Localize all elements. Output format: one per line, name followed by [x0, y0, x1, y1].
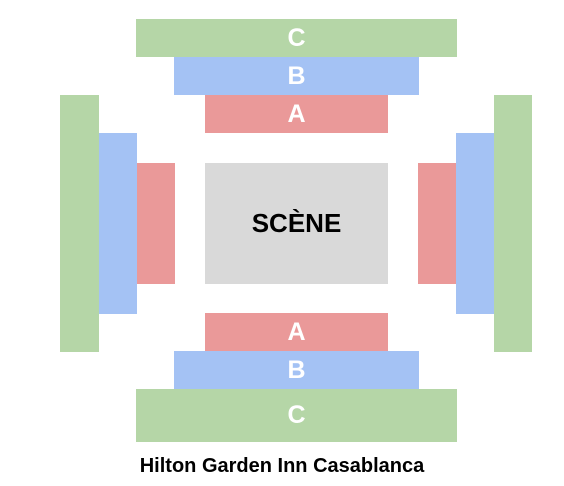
section-b-left[interactable]: [99, 133, 137, 314]
venue-name: Hilton Garden Inn Casablanca: [139, 455, 425, 477]
section-b-bottom-label: B: [287, 355, 306, 384]
section-c-left[interactable]: [60, 95, 99, 352]
section-a-right[interactable]: [418, 163, 456, 284]
section-a-top[interactable]: A: [205, 95, 388, 133]
stage-label: SCÈNE: [251, 208, 342, 238]
section-a-left[interactable]: [137, 163, 175, 284]
section-a-top-label: A: [287, 99, 306, 128]
section-b-right[interactable]: [456, 133, 494, 314]
section-c-bottom[interactable]: C: [136, 389, 457, 442]
section-c-bottom-label: C: [287, 401, 306, 429]
section-c-top-label: C: [287, 23, 306, 52]
section-c-right[interactable]: [494, 95, 532, 352]
stage: SCÈNE: [205, 163, 388, 284]
section-a-bottom[interactable]: A: [205, 313, 388, 351]
section-b-top[interactable]: B: [174, 57, 419, 95]
section-c-top[interactable]: C: [136, 19, 457, 57]
section-a-bottom-label: A: [287, 317, 306, 346]
section-b-bottom[interactable]: B: [174, 351, 419, 389]
section-b-top-label: B: [287, 61, 306, 90]
